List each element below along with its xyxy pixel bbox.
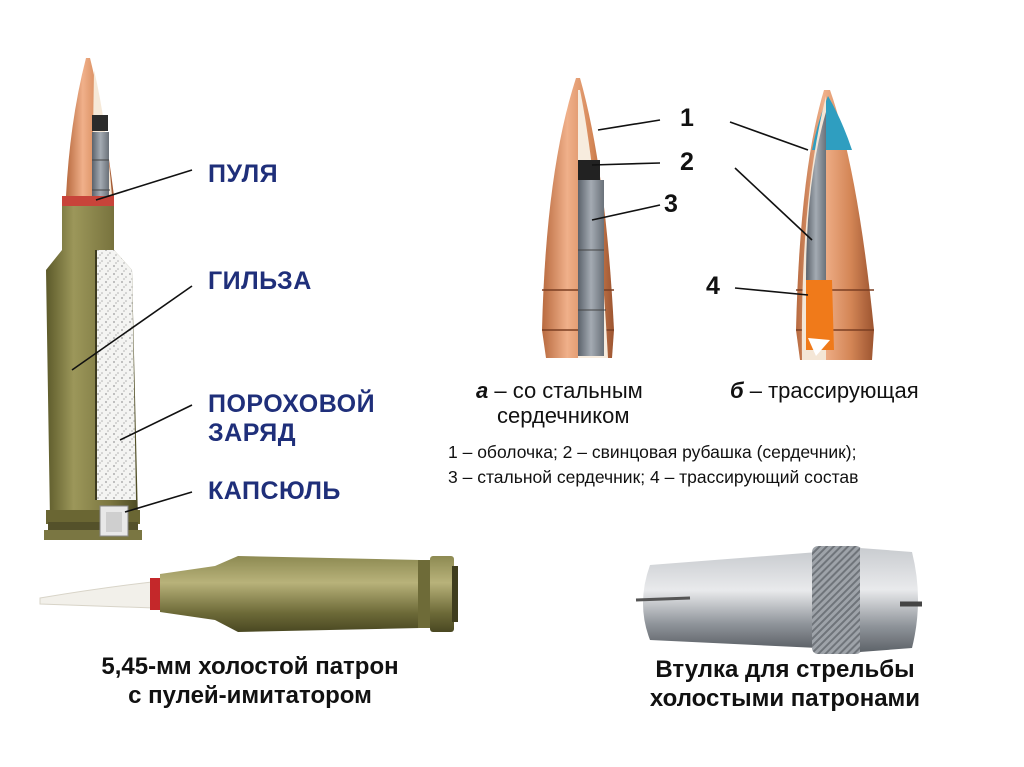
leader-a-1 — [598, 120, 660, 130]
blank-adapter-caption-line2: холостыми патронами — [600, 684, 970, 713]
caption-b-line1: – трассирующая — [744, 378, 919, 403]
caption-b: б – трассирующая — [730, 378, 919, 403]
caption-a-line2: сердечником — [497, 403, 629, 428]
bullet-a-cavity — [578, 160, 600, 180]
leader-b-1 — [730, 122, 808, 150]
leader-a-2 — [592, 163, 660, 165]
label-case: ГИЛЬЗА — [208, 267, 312, 295]
caption-b-letter: б — [730, 378, 744, 403]
blank-cartridge-caption-line2: с пулей-имитатором — [60, 681, 440, 710]
bullet-tip-cavity — [92, 115, 108, 131]
callout-3: 3 — [664, 190, 678, 219]
label-powder-line1: ПОРОХОВОЙ — [208, 390, 375, 418]
blank-adapter-image — [636, 546, 922, 654]
callout-2: 2 — [680, 148, 694, 177]
bullet-a-steel-core — [542, 78, 660, 358]
blank-cartridge-caption-line1: 5,45-мм холостой патрон — [60, 652, 440, 681]
cartridge-cutaway — [44, 58, 192, 540]
callout-4: 4 — [706, 272, 720, 301]
blank-cartridge-image — [40, 556, 458, 632]
caption-a-letter: а — [476, 378, 488, 403]
callout-1: 1 — [680, 104, 694, 133]
legend-line2: 3 – стальной сердечник; 4 – трассирующий… — [448, 465, 858, 489]
caption-a-line1: – со стальным — [488, 378, 643, 403]
leader-b-2 — [735, 168, 812, 240]
bullet-a-core — [578, 180, 604, 356]
blank-adapter-caption-line1: Втулка для стрельбы — [600, 655, 970, 684]
bullet-b-tracer — [730, 90, 874, 360]
caption-a: а – со стальным — [476, 378, 643, 403]
legend-line1: 1 – оболочка; 2 – свинцовая рубашка (сер… — [448, 440, 857, 464]
label-primer: КАПСЮЛЬ — [208, 477, 341, 505]
leader-b-4 — [735, 288, 808, 295]
label-powder-line2: ЗАРЯД — [208, 419, 296, 447]
label-bullet: ПУЛЯ — [208, 160, 278, 188]
